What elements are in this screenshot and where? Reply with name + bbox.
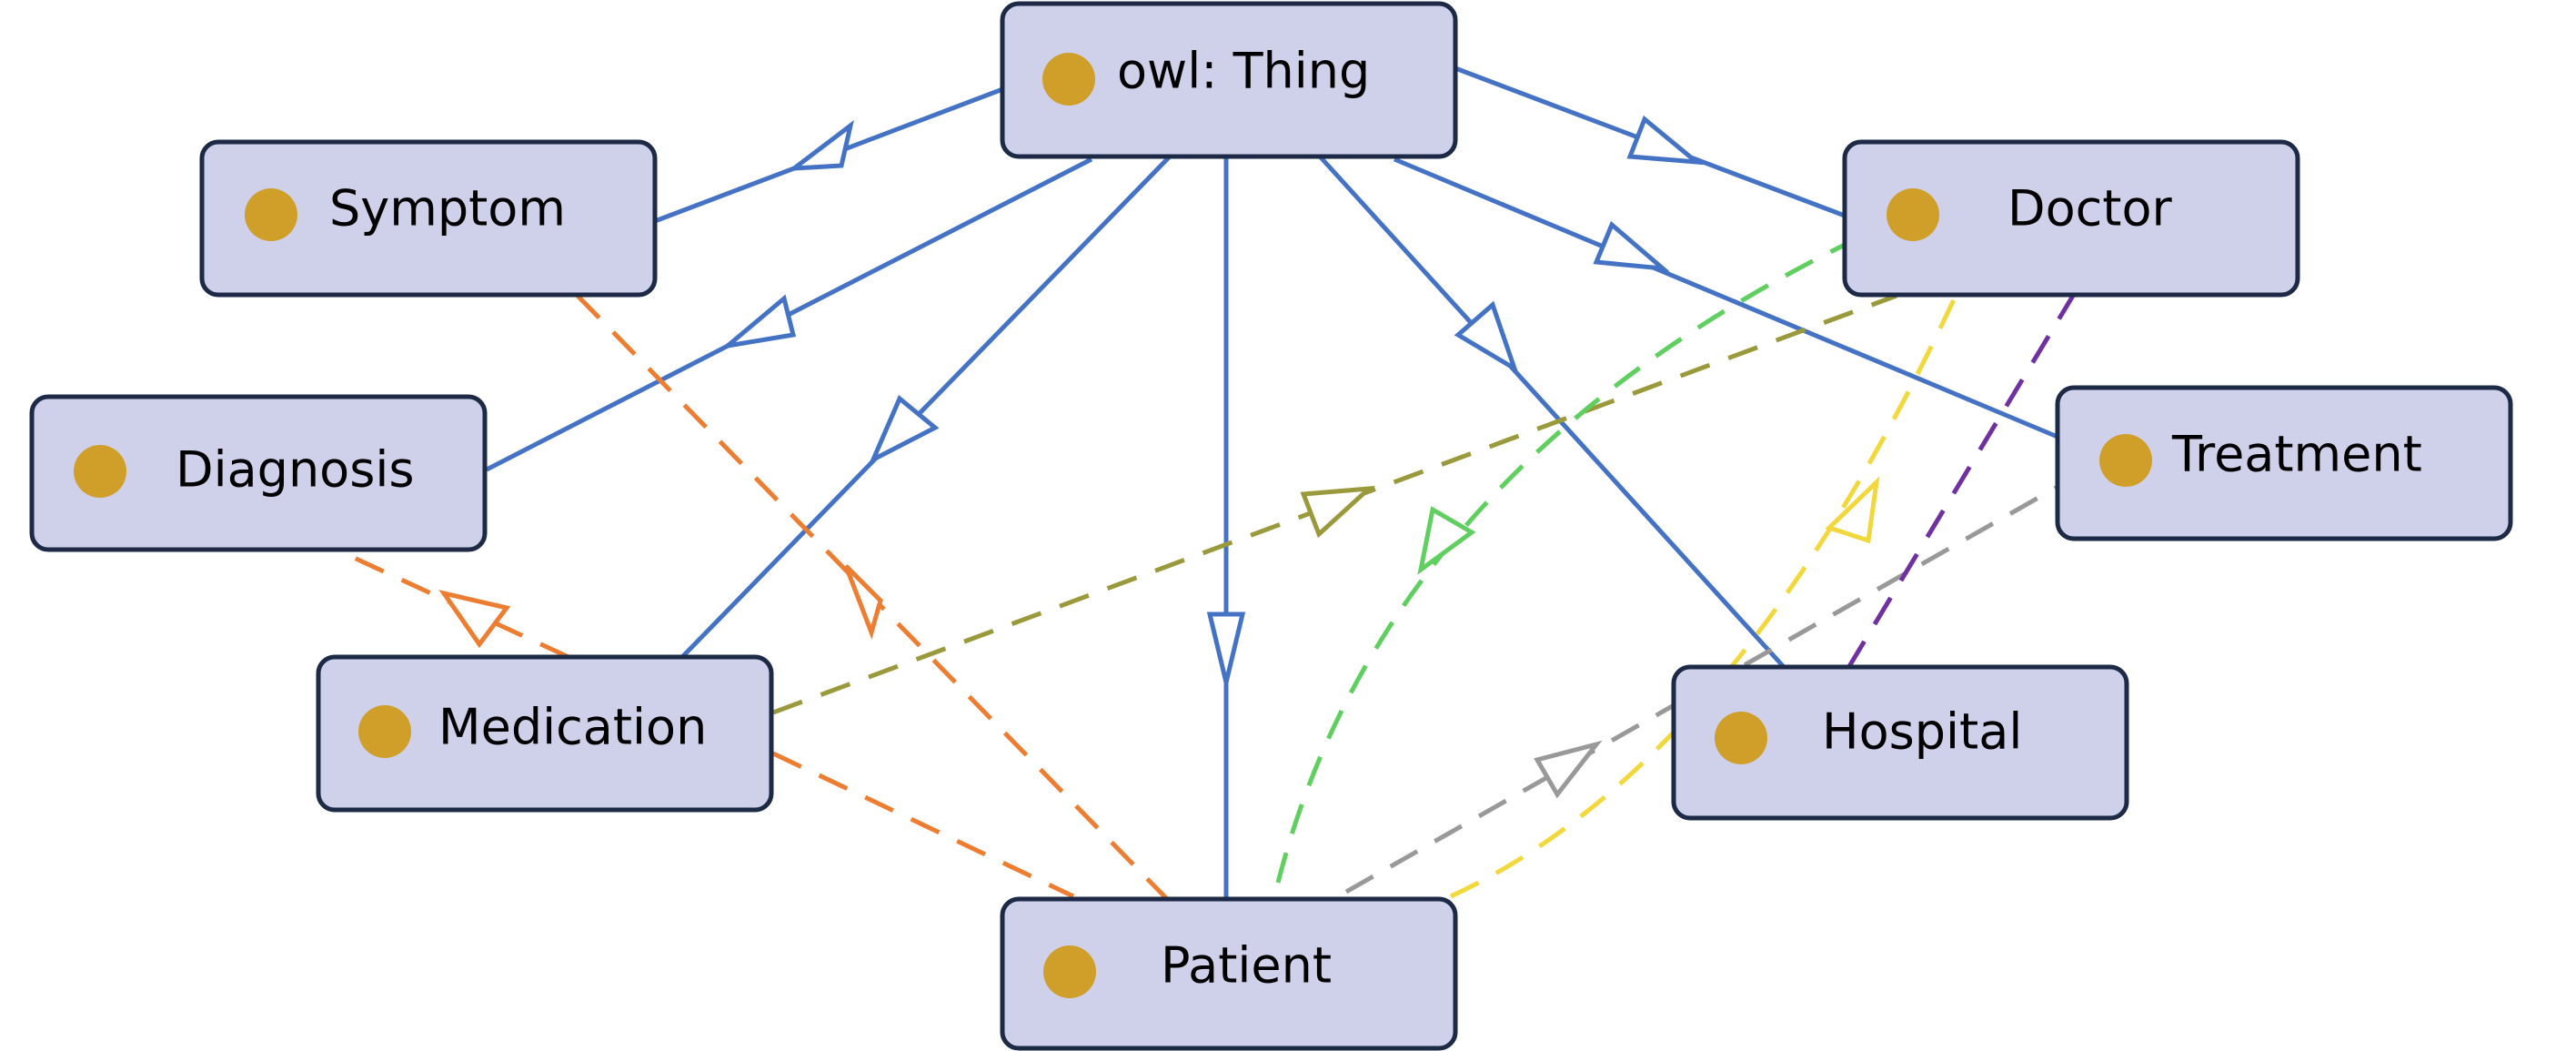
node-label: Symptom bbox=[329, 180, 566, 237]
edge-medication-patient bbox=[771, 751, 1075, 899]
edge-patient-symptom bbox=[576, 294, 1171, 903]
node-label: Hospital bbox=[1822, 703, 2022, 761]
edge-symptom-to-thing bbox=[654, 86, 1006, 224]
edge-medication-doctor bbox=[772, 293, 1897, 715]
edge-medication-diagnosis bbox=[337, 548, 570, 660]
node-label: owl: Thing bbox=[1117, 43, 1370, 100]
class-dot-icon bbox=[245, 188, 297, 241]
node-label: Doctor bbox=[2007, 180, 2173, 237]
edge-medication-to-thing bbox=[680, 156, 1171, 659]
node-label: Treatment bbox=[2171, 426, 2422, 483]
node-hospital[interactable]: Hospital bbox=[1671, 664, 2129, 821]
node-patient[interactable]: Patient bbox=[1000, 896, 1458, 1051]
class-dot-icon bbox=[2099, 434, 2152, 487]
class-dot-icon bbox=[1042, 53, 1095, 106]
edge-hospital-to-thing bbox=[1319, 156, 1786, 670]
node-doctor[interactable]: Doctor bbox=[1842, 139, 2300, 298]
node-diagnosis[interactable]: Diagnosis bbox=[29, 394, 488, 552]
class-dot-icon bbox=[74, 445, 126, 498]
class-dot-icon bbox=[358, 705, 411, 758]
edge-patient-doctor-green bbox=[1275, 241, 1848, 884]
node-label: Diagnosis bbox=[176, 441, 415, 499]
node-owl-thing[interactable]: owl: Thing bbox=[1000, 1, 1458, 159]
edge-patient-doctor-yellow bbox=[1449, 294, 1958, 899]
node-treatment[interactable]: Treatment bbox=[2055, 385, 2513, 541]
class-dot-icon bbox=[1043, 945, 1096, 998]
edge-treatment-to-thing bbox=[1394, 157, 2058, 440]
node-medication[interactable]: Medication bbox=[316, 654, 774, 813]
node-label: Medication bbox=[438, 699, 707, 756]
edge-patient-to-thing bbox=[1206, 157, 1246, 901]
edge-doctor-to-thing bbox=[1454, 66, 1846, 218]
node-symptom[interactable]: Symptom bbox=[199, 139, 658, 298]
class-dot-icon bbox=[1887, 188, 1939, 241]
edge-diagnosis-to-thing bbox=[485, 157, 1093, 472]
node-label: Patient bbox=[1161, 937, 1332, 995]
edge-hospital-doctor bbox=[1846, 289, 2078, 670]
class-dot-icon bbox=[1715, 712, 1767, 764]
